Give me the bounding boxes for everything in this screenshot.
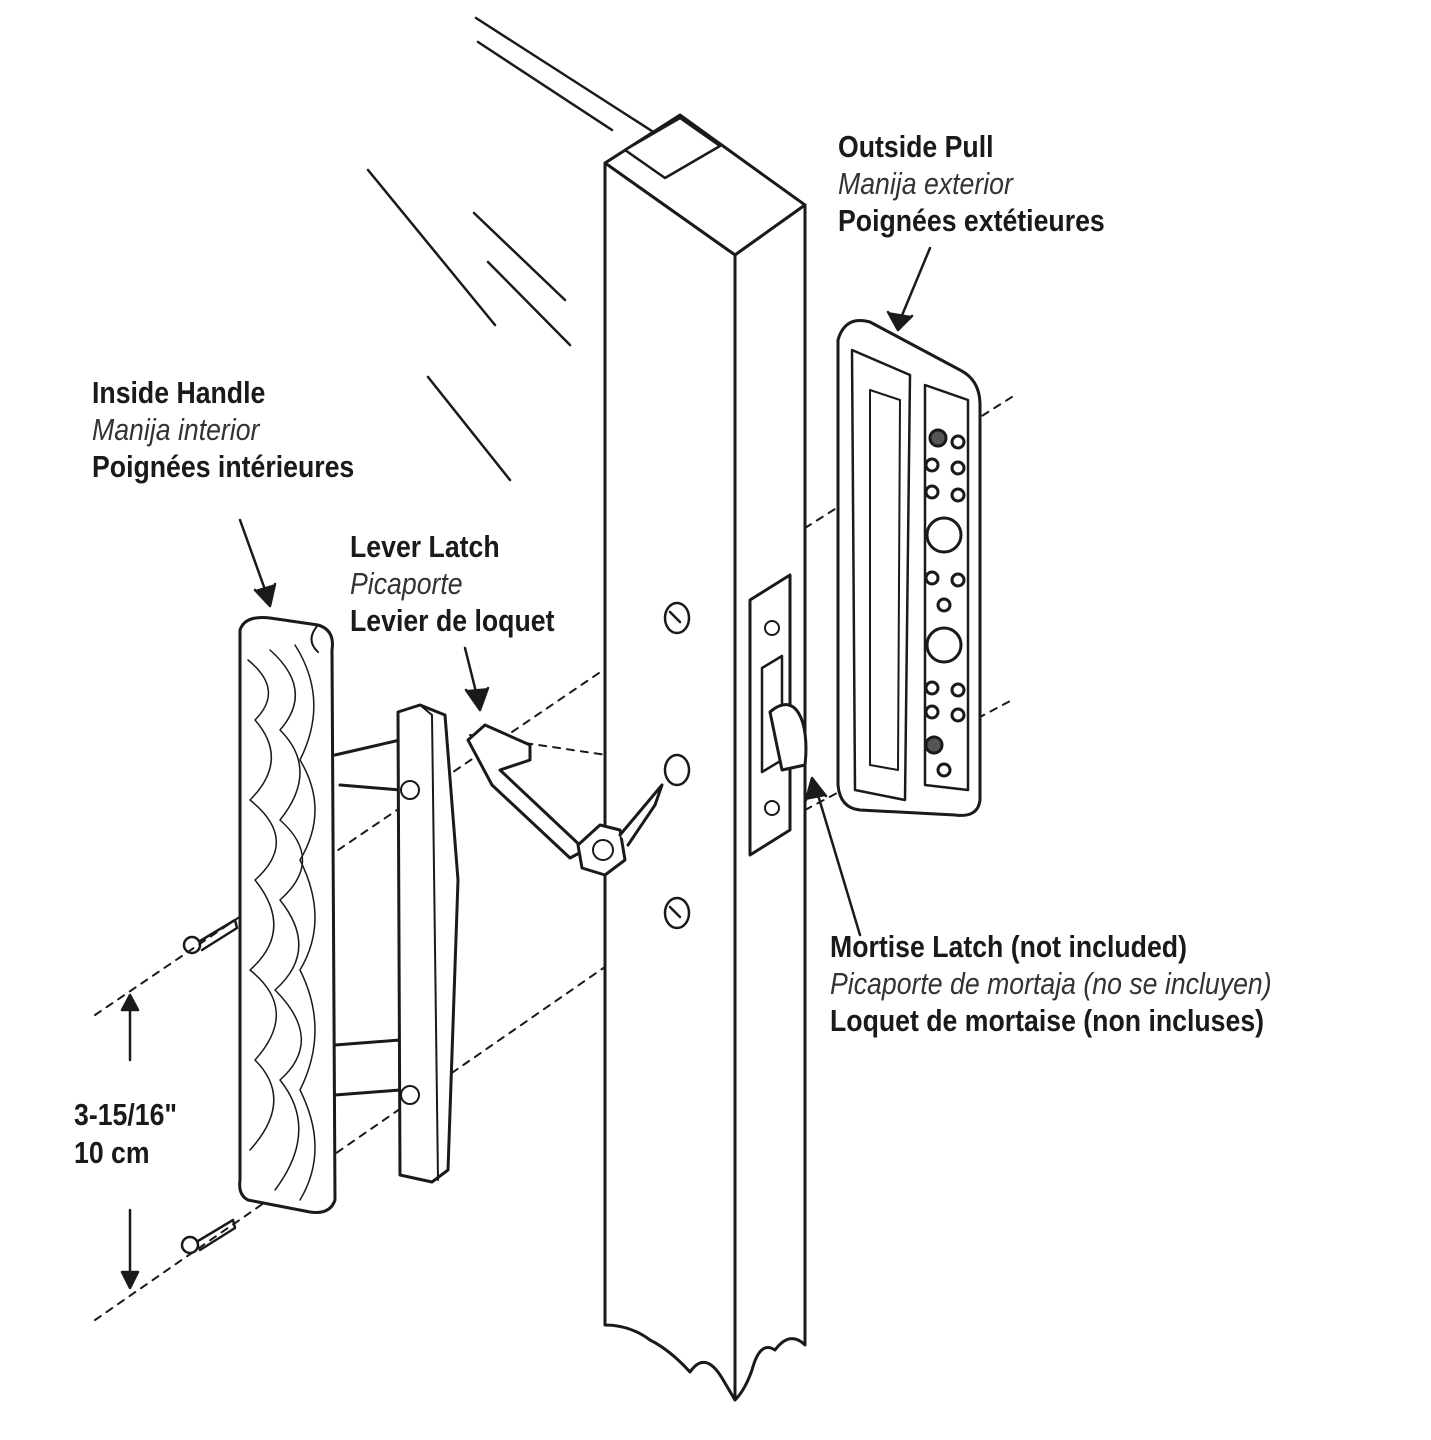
screws [180, 918, 239, 1255]
lever-latch-fr: Levier de loquet [350, 603, 555, 638]
inside-handle-es: Manija interior [92, 412, 260, 447]
mortise-latch-en: Mortise Latch (not included) [830, 929, 1187, 964]
lever-latch-en: Lever Latch [350, 529, 500, 564]
inside-handle [238, 616, 460, 1214]
outside-pull-label: Outside Pull Manija exterior Poignées ex… [838, 128, 1105, 239]
mounting-holes [663, 601, 691, 930]
dimension-label: 3-15/16" 10 cm [74, 1096, 177, 1172]
mortise-latch-label: Mortise Latch (not included) Picaporte d… [830, 928, 1272, 1039]
dimension-metric: 10 cm [74, 1135, 150, 1170]
outside-pull-es: Manija exterior [838, 166, 1013, 201]
mortise-latch-fr: Loquet de mortaise (non incluses) [830, 1003, 1265, 1038]
lever-latch [466, 723, 664, 877]
dimension-imperial: 3-15/16" [74, 1097, 178, 1132]
pointer-arrows [238, 246, 932, 937]
outside-pull [836, 319, 982, 817]
inside-handle-fr: Poignées intérieures [92, 449, 355, 484]
lever-latch-label: Lever Latch Picaporte Levier de loquet [350, 528, 554, 639]
outside-pull-fr: Poignées extétieures [838, 203, 1105, 238]
outside-pull-en: Outside Pull [838, 129, 994, 164]
inside-handle-label: Inside Handle Manija interior Poignées i… [92, 374, 354, 485]
mortise-latch [748, 573, 808, 857]
inside-handle-en: Inside Handle [92, 375, 266, 410]
mortise-latch-es: Picaporte de mortaja (no se incluyen) [830, 966, 1272, 1001]
dimension-arrows [120, 993, 140, 1290]
lever-latch-es: Picaporte [350, 566, 463, 601]
wood-grain [247, 644, 316, 1201]
